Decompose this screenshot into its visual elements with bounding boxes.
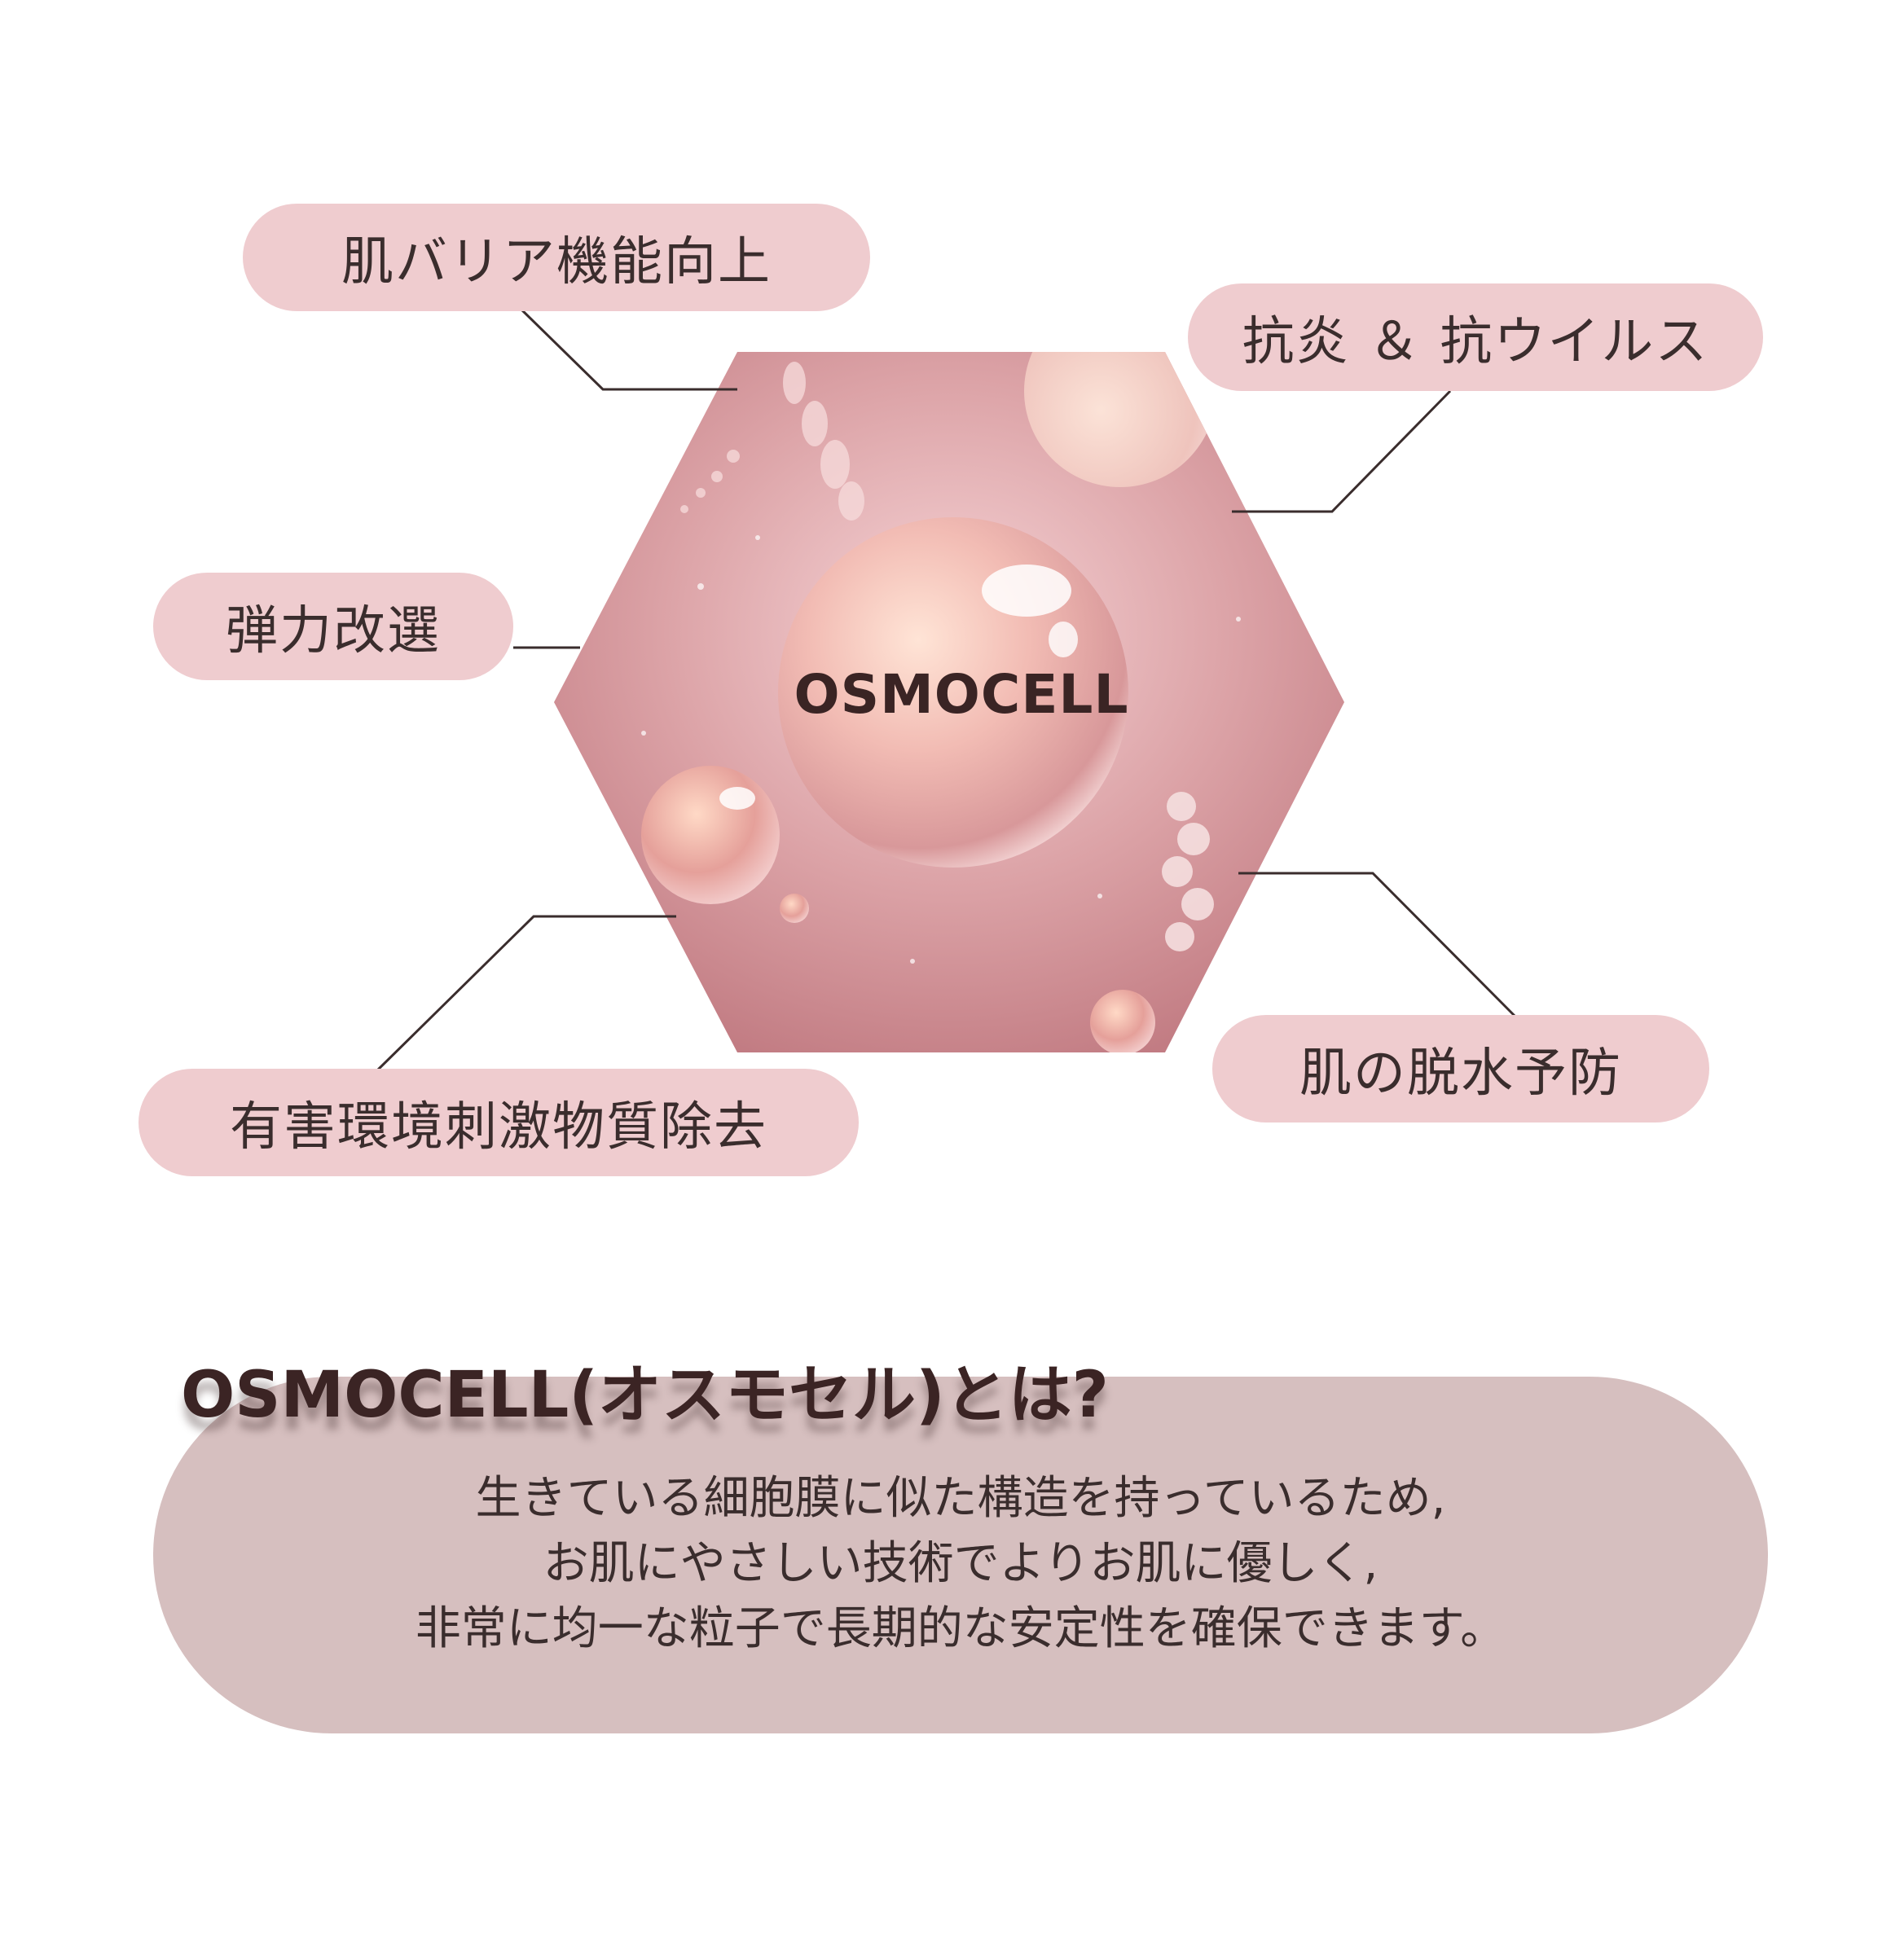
info-line: 非常に均一な粒子で長期的な安定性を確保できます。 bbox=[415, 1602, 1506, 1655]
feature-label: 肌バリア機能向上 bbox=[341, 232, 772, 292]
feature-label: 弾力改選 bbox=[226, 601, 441, 661]
bubble-top-right bbox=[1024, 352, 1216, 487]
connector-anti-inflammatory bbox=[1232, 389, 1452, 513]
dropper-drops bbox=[680, 362, 864, 521]
info-title: OSMOCELL(オスモセル)とは? bbox=[181, 1359, 1109, 1432]
info-line: 生きている細胞膜に似た構造を持っているため, bbox=[475, 1472, 1446, 1525]
info-description: 生きている細胞膜に似た構造を持っているため, お肌にやさしい技術でよりお肌に優し… bbox=[153, 1466, 1768, 1662]
feature-label: 有害環境刺激物質除去 bbox=[230, 1097, 767, 1158]
center-logo: OSMOCELL bbox=[794, 662, 1129, 726]
feature-pill-elasticity: 弾力改選 bbox=[153, 573, 513, 680]
bead-chain bbox=[1162, 792, 1214, 951]
info-line: お肌にやさしい技術でよりお肌に優しく, bbox=[543, 1537, 1379, 1590]
feature-label: 肌の脱水予防 bbox=[1299, 1043, 1622, 1104]
feature-pill-dehydration: 肌の脱水予防 bbox=[1212, 1015, 1709, 1122]
connector-dehydration bbox=[1238, 872, 1519, 1020]
feature-pill-anti-inflammatory: 抗炎 ＆ 抗ウイルス bbox=[1188, 283, 1763, 391]
connector-harmful-removal bbox=[375, 915, 676, 1073]
feature-pill-harmful-removal: 有害環境刺激物質除去 bbox=[139, 1069, 859, 1176]
info-box bbox=[153, 1377, 1768, 1733]
feature-pill-skin-barrier: 肌バリア機能向上 bbox=[243, 204, 870, 311]
connector-skin-barrier bbox=[520, 308, 737, 391]
feature-label: 抗炎 ＆ 抗ウイルス bbox=[1242, 312, 1709, 372]
